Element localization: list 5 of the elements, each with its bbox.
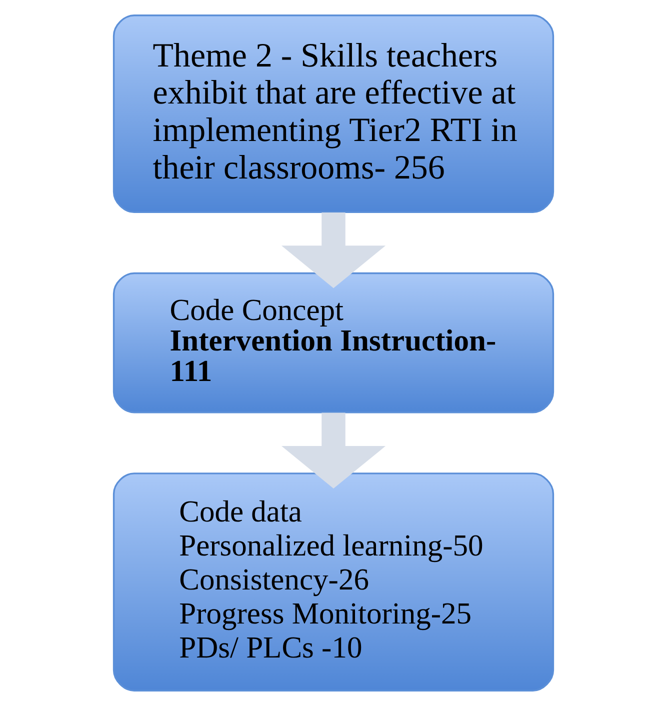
arrow bbox=[280, 412, 386, 489]
node-box: Code data Personalized learning-50 Consistency-26 Progress Monitoring-25 PDs/ PLCs -10 bbox=[112, 472, 554, 692]
node-box: Code Concept Intervention Instruction- 111 bbox=[112, 272, 554, 414]
node-box: Theme 2 - Skills teachers exhibit that are effective at implementing Tier2 RTI in their classrooms- 256 bbox=[112, 14, 554, 214]
arrow bbox=[280, 212, 386, 288]
